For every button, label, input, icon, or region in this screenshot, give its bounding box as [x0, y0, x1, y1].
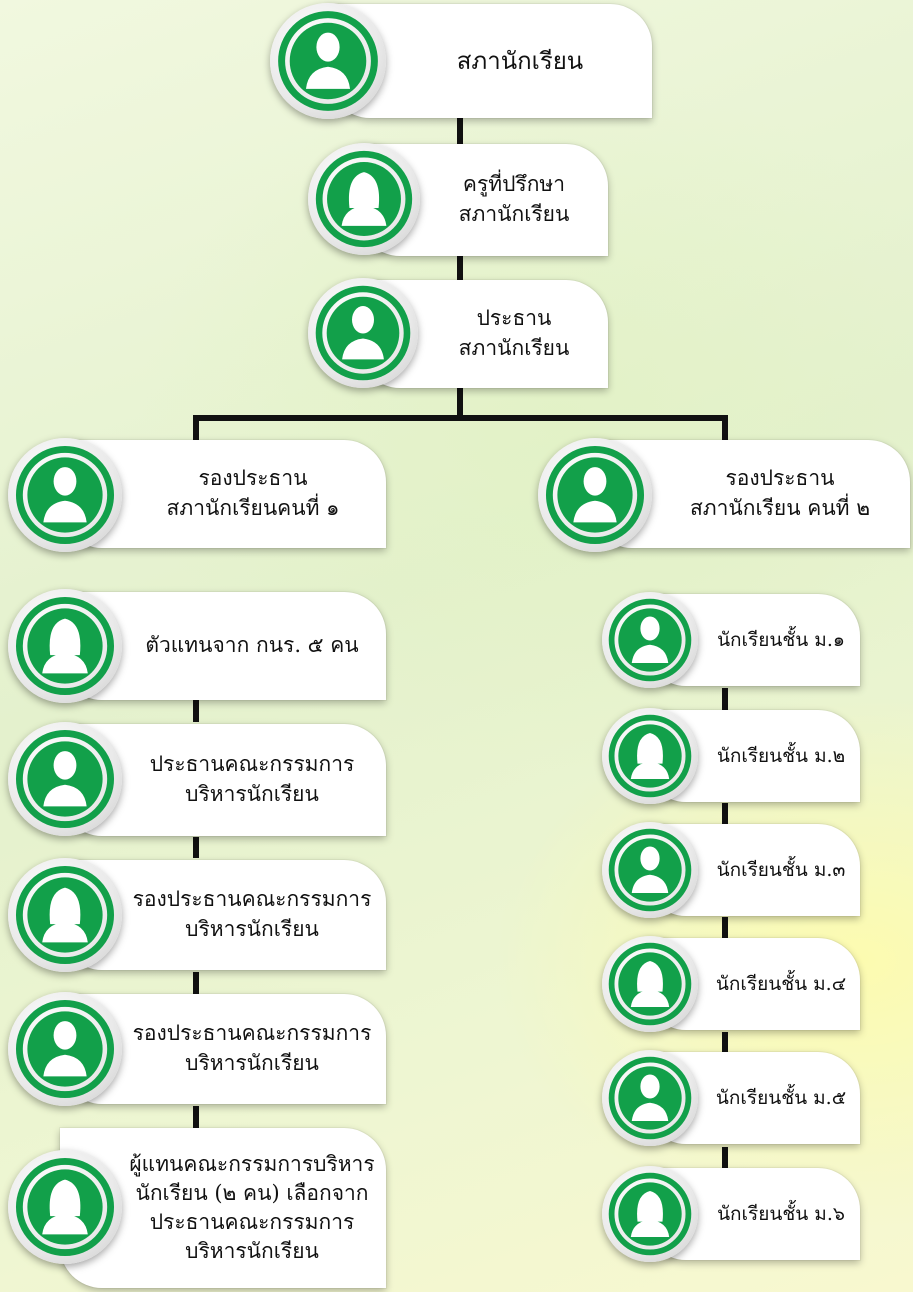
person-male-icon [608, 1056, 692, 1140]
avatar [8, 589, 122, 703]
node-label: รองประธาน สภานักเรียนคนที่ ๑ [166, 466, 340, 520]
node-label: ประธานคณะกรรมการ บริหารนักเรียน [149, 752, 355, 806]
avatar [308, 143, 420, 255]
person-female-icon [608, 942, 692, 1026]
avatar [8, 858, 122, 972]
node-label: ครูที่ปรึกษา สภานักเรียน [458, 172, 570, 226]
avatar [8, 1150, 122, 1264]
person-male-icon [15, 999, 115, 1099]
line-branch-vps [193, 415, 728, 442]
node-label: นักเรียนชั้น ม.๓ [716, 858, 846, 881]
person-female-icon [608, 1172, 692, 1256]
avatar [8, 438, 122, 552]
person-male-icon [15, 445, 115, 545]
avatar [8, 992, 122, 1106]
node-label: นักเรียนชั้น ม.๕ [715, 1086, 847, 1109]
node-label: รองประธานคณะกรรมการ บริหารนักเรียน [132, 1021, 372, 1075]
node-card: รองประธาน สภานักเรียนคนที่ ๑ [60, 440, 386, 548]
node-label: รองประธาน สภานักเรียน คนที่ ๒ [689, 466, 871, 520]
node-label: ตัวแทนจาก กนร. ๕ คน [145, 633, 359, 658]
avatar [602, 708, 698, 804]
avatar [602, 822, 698, 918]
person-male-icon [545, 445, 645, 545]
node-label: นักเรียนชั้น ม.๑ [717, 628, 845, 651]
person-female-icon [15, 1157, 115, 1257]
node-label: ประธาน สภานักเรียน [458, 306, 570, 360]
person-female-icon [15, 596, 115, 696]
node-label: นักเรียนชั้น ม.๖ [717, 1202, 845, 1225]
avatar [8, 722, 122, 836]
avatar [308, 278, 418, 388]
avatar [602, 1050, 698, 1146]
person-female-icon [315, 150, 413, 248]
person-male-icon [278, 11, 378, 111]
node-label: ผู้แทนคณะกรรมการบริหาร นักเรียน (๒ คน) เ… [129, 1152, 375, 1263]
person-female-icon [608, 714, 692, 798]
avatar [602, 936, 698, 1032]
node-label: รองประธานคณะกรรมการ บริหารนักเรียน [132, 887, 372, 941]
person-female-icon [15, 865, 115, 965]
person-male-icon [608, 828, 692, 912]
person-male-icon [315, 285, 411, 381]
node-label: นักเรียนชั้น ม.๒ [716, 744, 846, 767]
avatar [270, 3, 386, 119]
avatar [602, 1166, 698, 1262]
person-male-icon [15, 729, 115, 829]
node-label: สภานักเรียน [456, 46, 584, 75]
avatar [538, 438, 652, 552]
avatar [602, 592, 698, 688]
node-label: นักเรียนชั้น ม.๔ [715, 972, 847, 995]
person-male-icon [608, 598, 692, 682]
